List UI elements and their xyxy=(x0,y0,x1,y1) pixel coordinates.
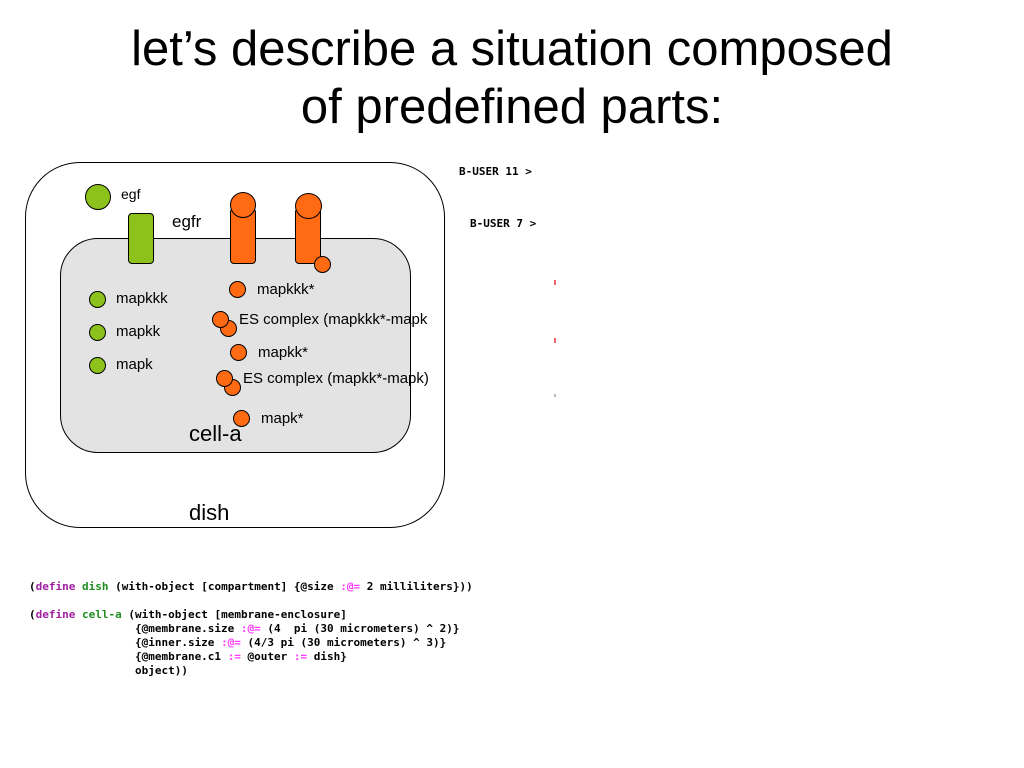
es-complex-1-label: ES complex (mapkkk*-mapk xyxy=(239,311,428,328)
mapkkk-label: mapkkk xyxy=(116,290,168,307)
artifact-tick xyxy=(554,394,556,397)
egfr-receptor xyxy=(128,213,154,264)
egf-molecule xyxy=(85,184,111,210)
artifact-tick xyxy=(554,280,556,285)
es-complex-1-molecule xyxy=(212,311,229,328)
egfr-bound-ligand-2 xyxy=(295,193,322,219)
mapkkk-star-molecule xyxy=(229,281,246,298)
title-line-2: of predefined parts: xyxy=(300,80,724,134)
terminal-prompt-1: B-USER 11 > xyxy=(459,165,532,178)
terminal-prompt-2: B-USER 7 > xyxy=(470,217,537,230)
mapk-molecule xyxy=(89,357,106,374)
mapkkk-molecule xyxy=(89,291,106,308)
mapkk-molecule xyxy=(89,324,106,341)
artifact-tick xyxy=(554,338,556,343)
egf-label: egf xyxy=(121,186,141,202)
dish-label: dish xyxy=(189,500,230,525)
egfr-active-receptor-2 xyxy=(295,208,321,264)
es-complex-2-label: ES complex (mapkk*-mapk) xyxy=(243,370,429,387)
mapk-star-molecule xyxy=(233,410,250,427)
slide-title: let’s describe a situation composed of p… xyxy=(0,20,1024,136)
egfr-label: egfr xyxy=(172,212,202,231)
egfr-phospho-site xyxy=(314,256,331,273)
mapkkk-star-label: mapkkk* xyxy=(257,281,315,298)
title-line-1: let’s describe a situation composed xyxy=(131,22,893,76)
cell-a-label: cell-a xyxy=(189,421,242,446)
mapk-star-label: mapk* xyxy=(261,410,304,427)
mapkk-star-molecule xyxy=(230,344,247,361)
mapk-label: mapk xyxy=(116,356,153,373)
es-complex-2-molecule xyxy=(216,370,233,387)
mapkk-label: mapkk xyxy=(116,323,161,340)
egfr-bound-ligand-1 xyxy=(230,192,256,218)
code-block: (define dish (with-object [compartment] … xyxy=(29,580,473,677)
mapkk-star-label: mapkk* xyxy=(258,344,309,361)
